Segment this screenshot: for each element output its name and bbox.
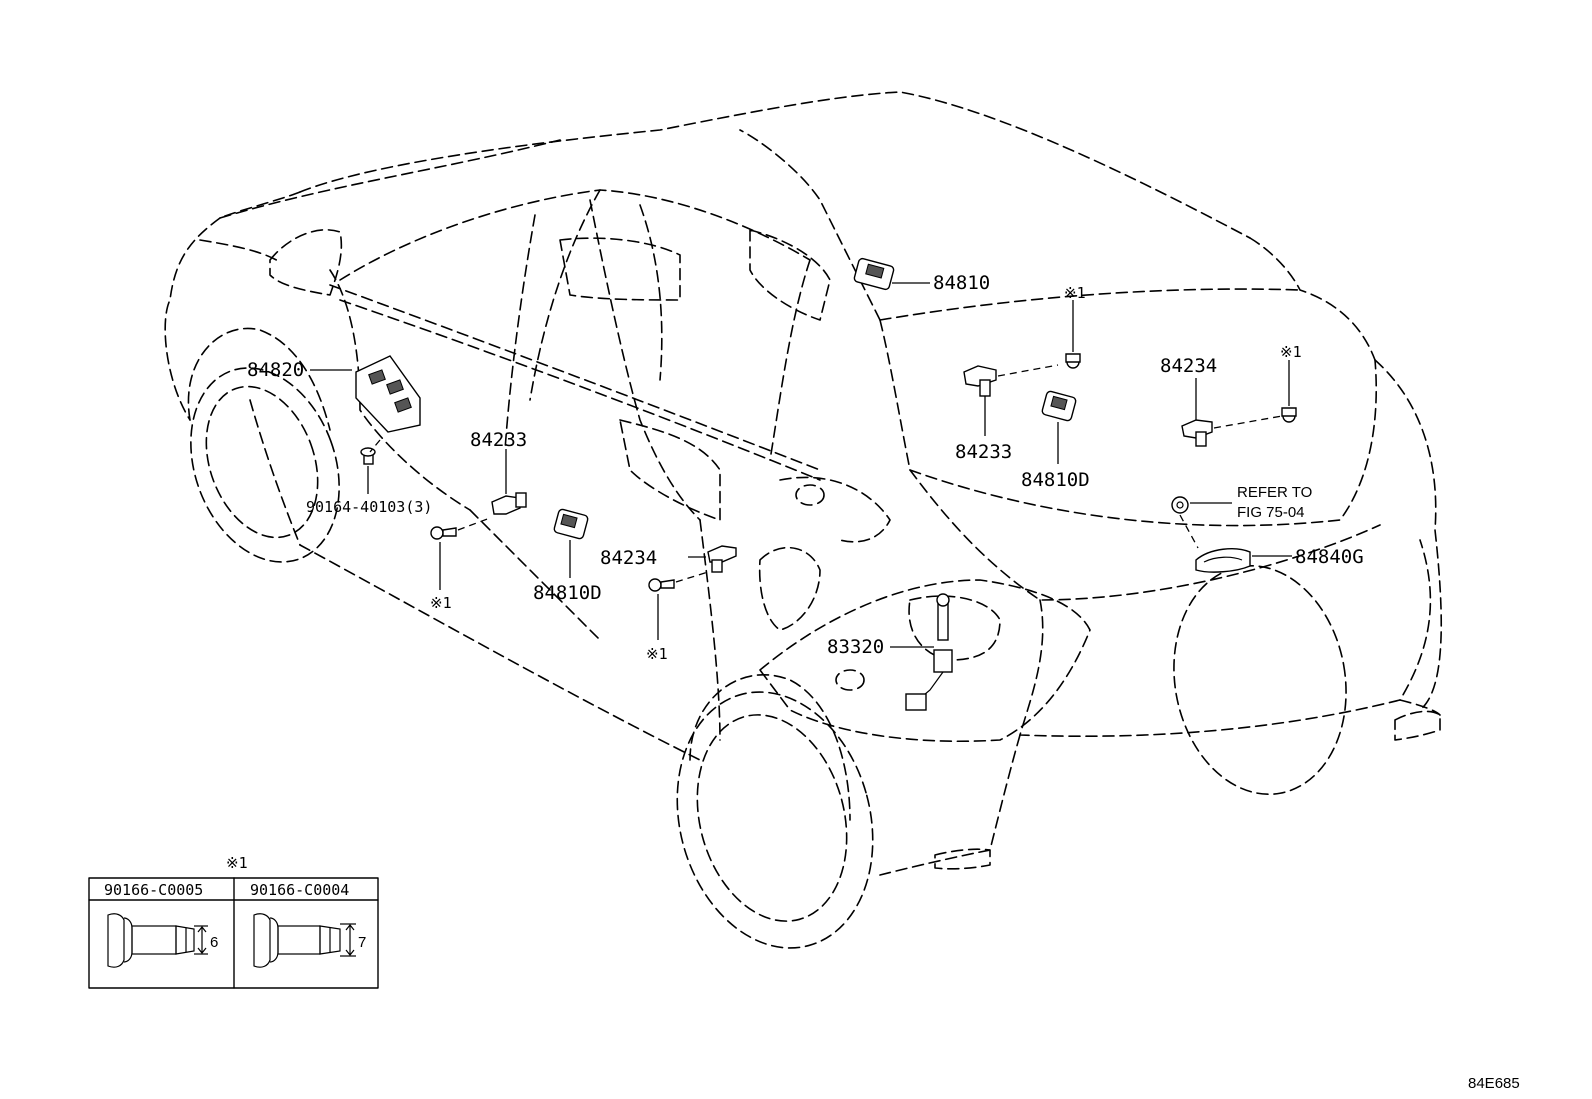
table-part-col1: 90166-C0005 xyxy=(104,881,203,899)
label-84233-left: 84233 xyxy=(470,429,527,451)
bolt-spec-table: ※1 90166-C0005 90166-C0004 6 xyxy=(88,854,379,989)
label-note1-center: ※1 xyxy=(646,645,668,663)
bolt-90166-C0005-drawing xyxy=(107,913,208,968)
part-84233-right-door-switch[interactable] xyxy=(963,364,1059,436)
label-84810D-right: 84810D xyxy=(1021,469,1090,491)
part-84234-right-switch[interactable] xyxy=(1181,378,1283,447)
refer-to-line2: FIG 75-04 xyxy=(1237,504,1305,521)
part-84820-window-switch[interactable] xyxy=(310,355,421,433)
label-84234-right: 84234 xyxy=(1160,355,1217,377)
part-84810D-left-switch[interactable] xyxy=(553,508,589,578)
part-screw-note1-center[interactable] xyxy=(648,571,709,640)
refer-to-line1: REFER TO xyxy=(1237,484,1312,501)
label-84820: 84820 xyxy=(247,359,304,381)
label-note1-upper: ※1 xyxy=(1064,284,1086,302)
part-screw-note1-right[interactable] xyxy=(1281,360,1297,423)
part-84840G-opener-switch[interactable] xyxy=(1195,548,1292,573)
part-84810-switch[interactable] xyxy=(853,257,930,291)
part-screw-note1-left[interactable] xyxy=(430,517,491,590)
label-84234-center: 84234 xyxy=(600,547,657,569)
figure-id: 84E685 xyxy=(1468,1075,1520,1092)
bolt-90166-C0004-drawing xyxy=(253,913,356,968)
label-84810D-left: 84810D xyxy=(533,582,602,604)
label-83320: 83320 xyxy=(827,636,884,658)
car-body-outline xyxy=(164,91,1443,949)
table-part-col2: 90166-C0004 xyxy=(250,881,349,899)
label-90164-40103: 90164-40103(3) xyxy=(306,498,432,516)
part-84234-center-door-switch[interactable] xyxy=(688,545,737,573)
label-note1-right: ※1 xyxy=(1280,343,1302,361)
part-84233-left-door-switch[interactable] xyxy=(491,449,527,515)
part-84810D-right-switch[interactable] xyxy=(1041,390,1077,464)
label-84840G: 84840G xyxy=(1295,546,1364,568)
part-refer-clip[interactable] xyxy=(1171,496,1232,549)
part-screw-note1-upper[interactable] xyxy=(1065,300,1081,369)
label-84233-right: 84233 xyxy=(955,441,1012,463)
label-note1-left: ※1 xyxy=(430,594,452,612)
part-90164-screw[interactable] xyxy=(360,439,381,494)
part-83320-sensor[interactable] xyxy=(890,593,953,711)
table-note-marker: ※1 xyxy=(226,854,248,872)
table-dim-col1: 6 xyxy=(210,934,218,951)
label-84810: 84810 xyxy=(933,272,990,294)
table-dim-col2: 7 xyxy=(358,934,366,951)
